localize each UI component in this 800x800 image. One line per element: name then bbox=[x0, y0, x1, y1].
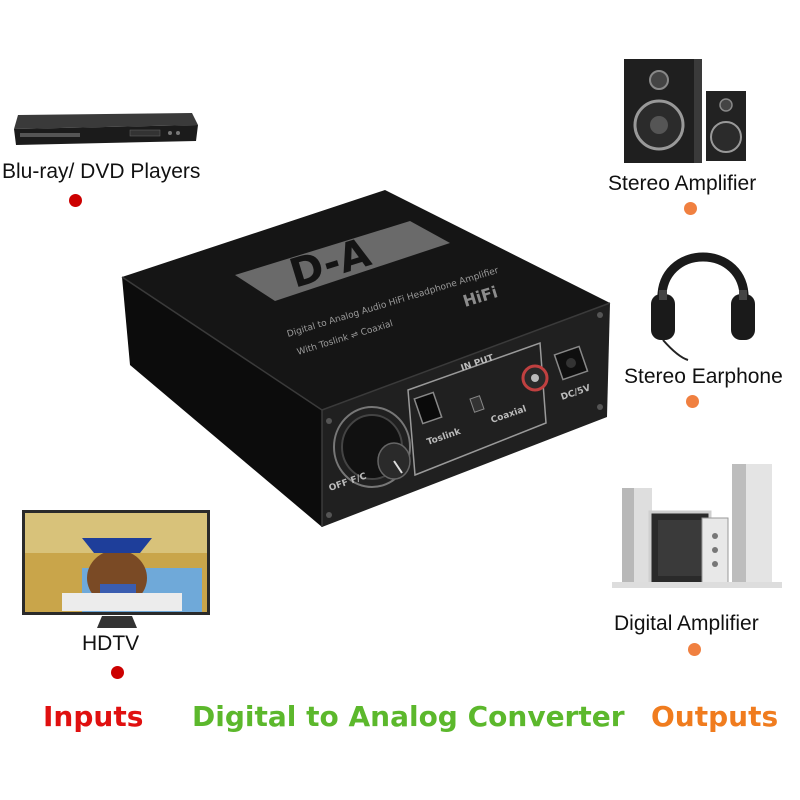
hdtv-image bbox=[22, 510, 210, 628]
bluray-input-dot bbox=[69, 194, 82, 207]
digital-amplifier-output-dot bbox=[688, 643, 701, 656]
headphones-image bbox=[651, 252, 755, 361]
digital-amplifier-speakers-image bbox=[612, 464, 782, 588]
stereo-earphone-output-dot bbox=[686, 395, 699, 408]
input-select-switch[interactable] bbox=[469, 395, 485, 413]
dac-device: D-A Digital to Analog Audio HiFi Headpho… bbox=[121, 190, 611, 527]
stereo-speakers-image bbox=[624, 59, 746, 163]
stereo-amplifier-label: Stereo Amplifier bbox=[608, 172, 757, 195]
inputs-heading: Inputs bbox=[43, 700, 144, 733]
screw-icon bbox=[326, 512, 332, 518]
stereo-amplifier-output-dot bbox=[684, 202, 697, 215]
bluray-label: Blu-ray/ DVD Players bbox=[2, 160, 201, 183]
screw-icon bbox=[326, 418, 332, 424]
logo-plate bbox=[235, 221, 450, 301]
hdtv-input-dot bbox=[111, 666, 124, 679]
digital-amplifier-label: Digital Amplifier bbox=[614, 612, 759, 635]
screw-icon bbox=[597, 404, 603, 410]
bluray-player-image bbox=[14, 113, 198, 145]
screw-icon bbox=[597, 312, 603, 318]
stereo-earphone-label: Stereo Earphone bbox=[624, 365, 783, 388]
toslink-port bbox=[413, 391, 443, 425]
outputs-heading: Outputs bbox=[651, 700, 779, 733]
converter-title: Digital to Analog Converter bbox=[192, 700, 625, 733]
hdtv-label: HDTV bbox=[82, 632, 140, 655]
input-panel bbox=[407, 341, 547, 477]
